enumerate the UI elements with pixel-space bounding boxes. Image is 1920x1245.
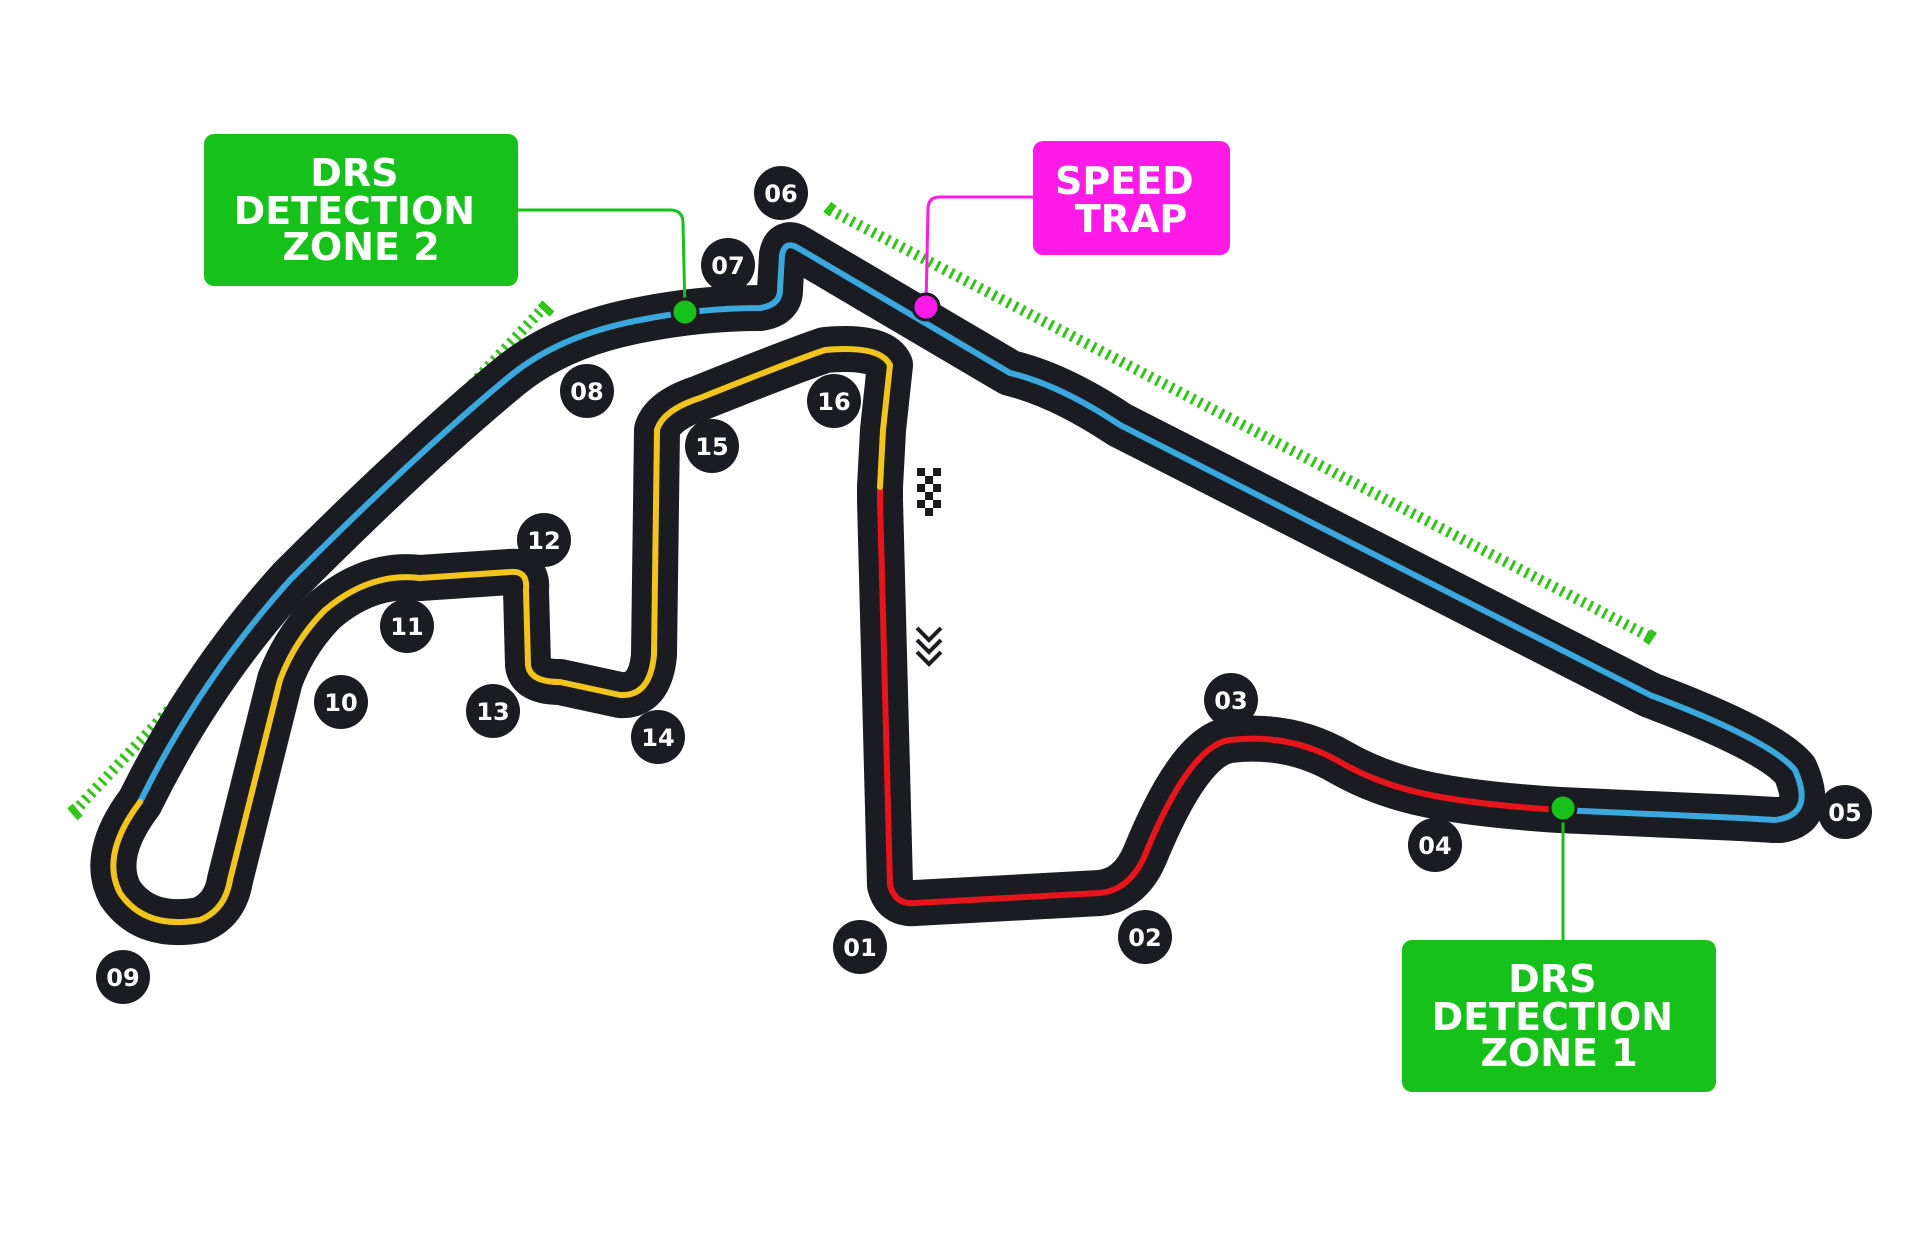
turn-16-label: 16: [817, 388, 850, 416]
drs-zone-right-start: [823, 201, 837, 217]
turn-01-label: 01: [843, 934, 876, 962]
turn-09-marker: 09: [96, 950, 150, 1004]
chequered-flag-icon: [917, 468, 941, 516]
turn-09-label: 09: [106, 964, 139, 992]
drs-detection-zone-1-box: [1402, 940, 1716, 1092]
turn-05-marker: 05: [1818, 785, 1872, 839]
turn-14-marker: 14: [631, 710, 685, 764]
turn-03-marker: 03: [1204, 673, 1258, 727]
sector-2-line: [137, 242, 1805, 823]
drs-zone-left-start: [67, 803, 83, 821]
drs-detection-2-leader: [518, 208, 687, 313]
speed-trap-leader: [924, 195, 1033, 308]
turn-11-label: 11: [390, 613, 423, 641]
turn-08-marker: 08: [560, 364, 614, 418]
callout-drs-detection-zone-2: DRS DETECTION ZONE 2: [204, 134, 518, 286]
turn-01-marker: 01: [833, 920, 887, 974]
speed-trap-line-1: SPEED: [1055, 159, 1194, 203]
drs-detection-zone-2-line-3: ZONE 2: [282, 225, 439, 269]
svg-text:DRS DETECTION ZONE: DRS DETECTION ZONE 1: [1432, 957, 1687, 1075]
turn-13-label: 13: [476, 698, 509, 726]
turn-15-label: 15: [695, 433, 728, 461]
turn-08-label: 08: [570, 378, 603, 406]
turn-02-label: 02: [1128, 924, 1161, 952]
turn-05-label: 05: [1828, 799, 1861, 827]
track-sector-2-base: [117, 222, 1826, 843]
drs-detection-zone-2-line-1: DRS: [310, 151, 398, 195]
drs-zone-left-end: [537, 300, 555, 317]
turn-03-label: 03: [1214, 687, 1247, 715]
speed-trap-point: [911, 292, 941, 322]
turn-06-marker: 06: [754, 166, 808, 220]
speed-trap-line-2: TRAP: [1075, 197, 1187, 241]
drs-detection-zone-1-line-3: ZONE 1: [1480, 1031, 1637, 1075]
drs-detection-1-point: [1548, 793, 1578, 823]
turn-16-marker: 16: [807, 374, 861, 428]
turn-04-marker: 04: [1408, 818, 1462, 872]
turn-12-label: 12: [527, 527, 560, 555]
drs-detection-zone-2-box: [204, 134, 518, 286]
turn-markers: 01 02 03 04 05 06 07 08 09 10 11 12 13 1…: [96, 166, 1872, 1004]
svg-text:DRS DETECTION ZONE: DRS DETECTION ZONE 2: [234, 151, 489, 269]
turn-13-marker: 13: [466, 684, 520, 738]
sector-1-line: [877, 484, 1563, 907]
drs-zone-right-marker: [827, 205, 1653, 642]
double-chevron-down-icon: [915, 626, 943, 667]
turn-07-label: 07: [711, 252, 744, 280]
sector-3-line: [110, 346, 893, 926]
callout-leaders: [518, 195, 1565, 940]
turn-02-marker: 02: [1118, 910, 1172, 964]
turn-06-label: 06: [764, 180, 797, 208]
drs-detection-zone-1-line-2: DETECTION: [1432, 995, 1673, 1039]
svg-text:SPEED TRAP: SPEED TRAP: [1055, 159, 1207, 241]
callout-speed-trap: SPEED TRAP: [1033, 141, 1230, 255]
turn-10-label: 10: [324, 689, 357, 717]
turn-12-marker: 12: [517, 513, 571, 567]
callout-drs-detection-zone-1: DRS DETECTION ZONE 1: [1402, 940, 1716, 1092]
drs-detection-2-point: [670, 297, 700, 327]
turn-04-label: 04: [1418, 832, 1451, 860]
drs-detection-zone-1-line-1: DRS: [1508, 957, 1596, 1001]
drs-detection-zone-2-line-2: DETECTION: [234, 189, 475, 233]
turn-14-label: 14: [641, 724, 674, 752]
turn-07-marker: 07: [701, 238, 755, 292]
turn-10-marker: 10: [314, 675, 368, 729]
drs-zone-right-end: [1643, 629, 1657, 645]
track-sectors: [110, 242, 1805, 926]
turn-15-marker: 15: [685, 419, 739, 473]
speed-trap-box: [1033, 141, 1230, 255]
turn-11-marker: 11: [380, 599, 434, 653]
